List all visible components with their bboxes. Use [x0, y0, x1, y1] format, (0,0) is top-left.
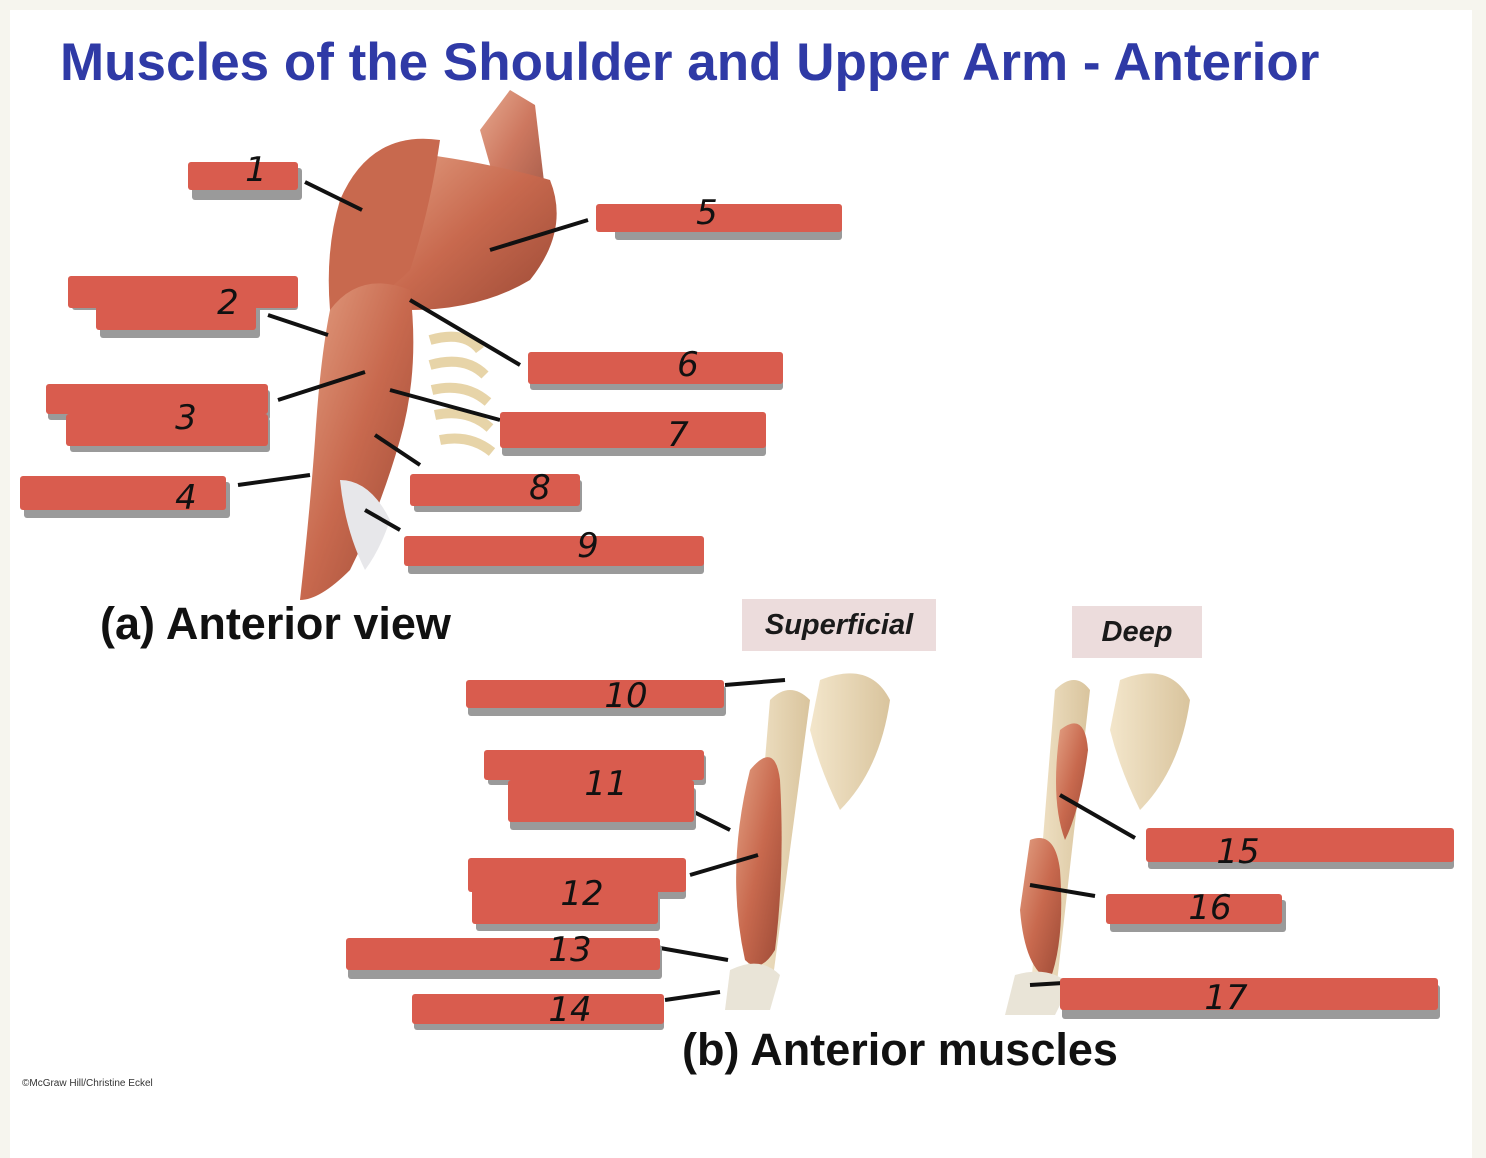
leader-lines	[237, 180, 1136, 1002]
slide: Muscles of the Shoulder and Upper Arm - …	[10, 10, 1472, 1158]
caption-anterior-view: (a) Anterior view	[100, 598, 451, 649]
label-number-9: 9	[577, 526, 599, 566]
label-number-10: 10	[604, 676, 648, 716]
label-number-1: 1	[245, 150, 267, 190]
label-number-16: 16	[1188, 888, 1232, 928]
label-number-11: 11	[584, 764, 628, 804]
deep-arm-illustration	[1005, 673, 1190, 1015]
anatomy-diagram	[20, 90, 1454, 1030]
page-title: Muscles of the Shoulder and Upper Arm - …	[60, 33, 1320, 92]
label-number-6: 6	[677, 345, 699, 385]
label-number-3: 3	[175, 398, 197, 438]
caption-anterior-muscles: (b) Anterior muscles	[682, 1024, 1118, 1075]
label-number-5: 5	[696, 193, 718, 233]
label-number-17: 17	[1204, 978, 1248, 1018]
label-number-13: 13	[548, 930, 592, 970]
tag-deep: Deep	[1072, 606, 1202, 658]
tag-superficial: Superficial	[742, 599, 936, 651]
redaction-bars	[20, 162, 1454, 1030]
superficial-arm-illustration	[725, 673, 890, 1010]
label-number-4: 4	[175, 478, 197, 518]
label-number-7: 7	[667, 415, 689, 455]
label-number-12: 12	[560, 874, 604, 914]
label-number-2: 2	[217, 283, 239, 323]
label-number-14: 14	[548, 990, 592, 1030]
anterior-view-illustration	[300, 90, 557, 600]
label-number-8: 8	[529, 468, 551, 508]
label-number-15: 15	[1216, 832, 1260, 872]
image-credit: ©McGraw Hill/Christine Eckel	[22, 1078, 153, 1089]
